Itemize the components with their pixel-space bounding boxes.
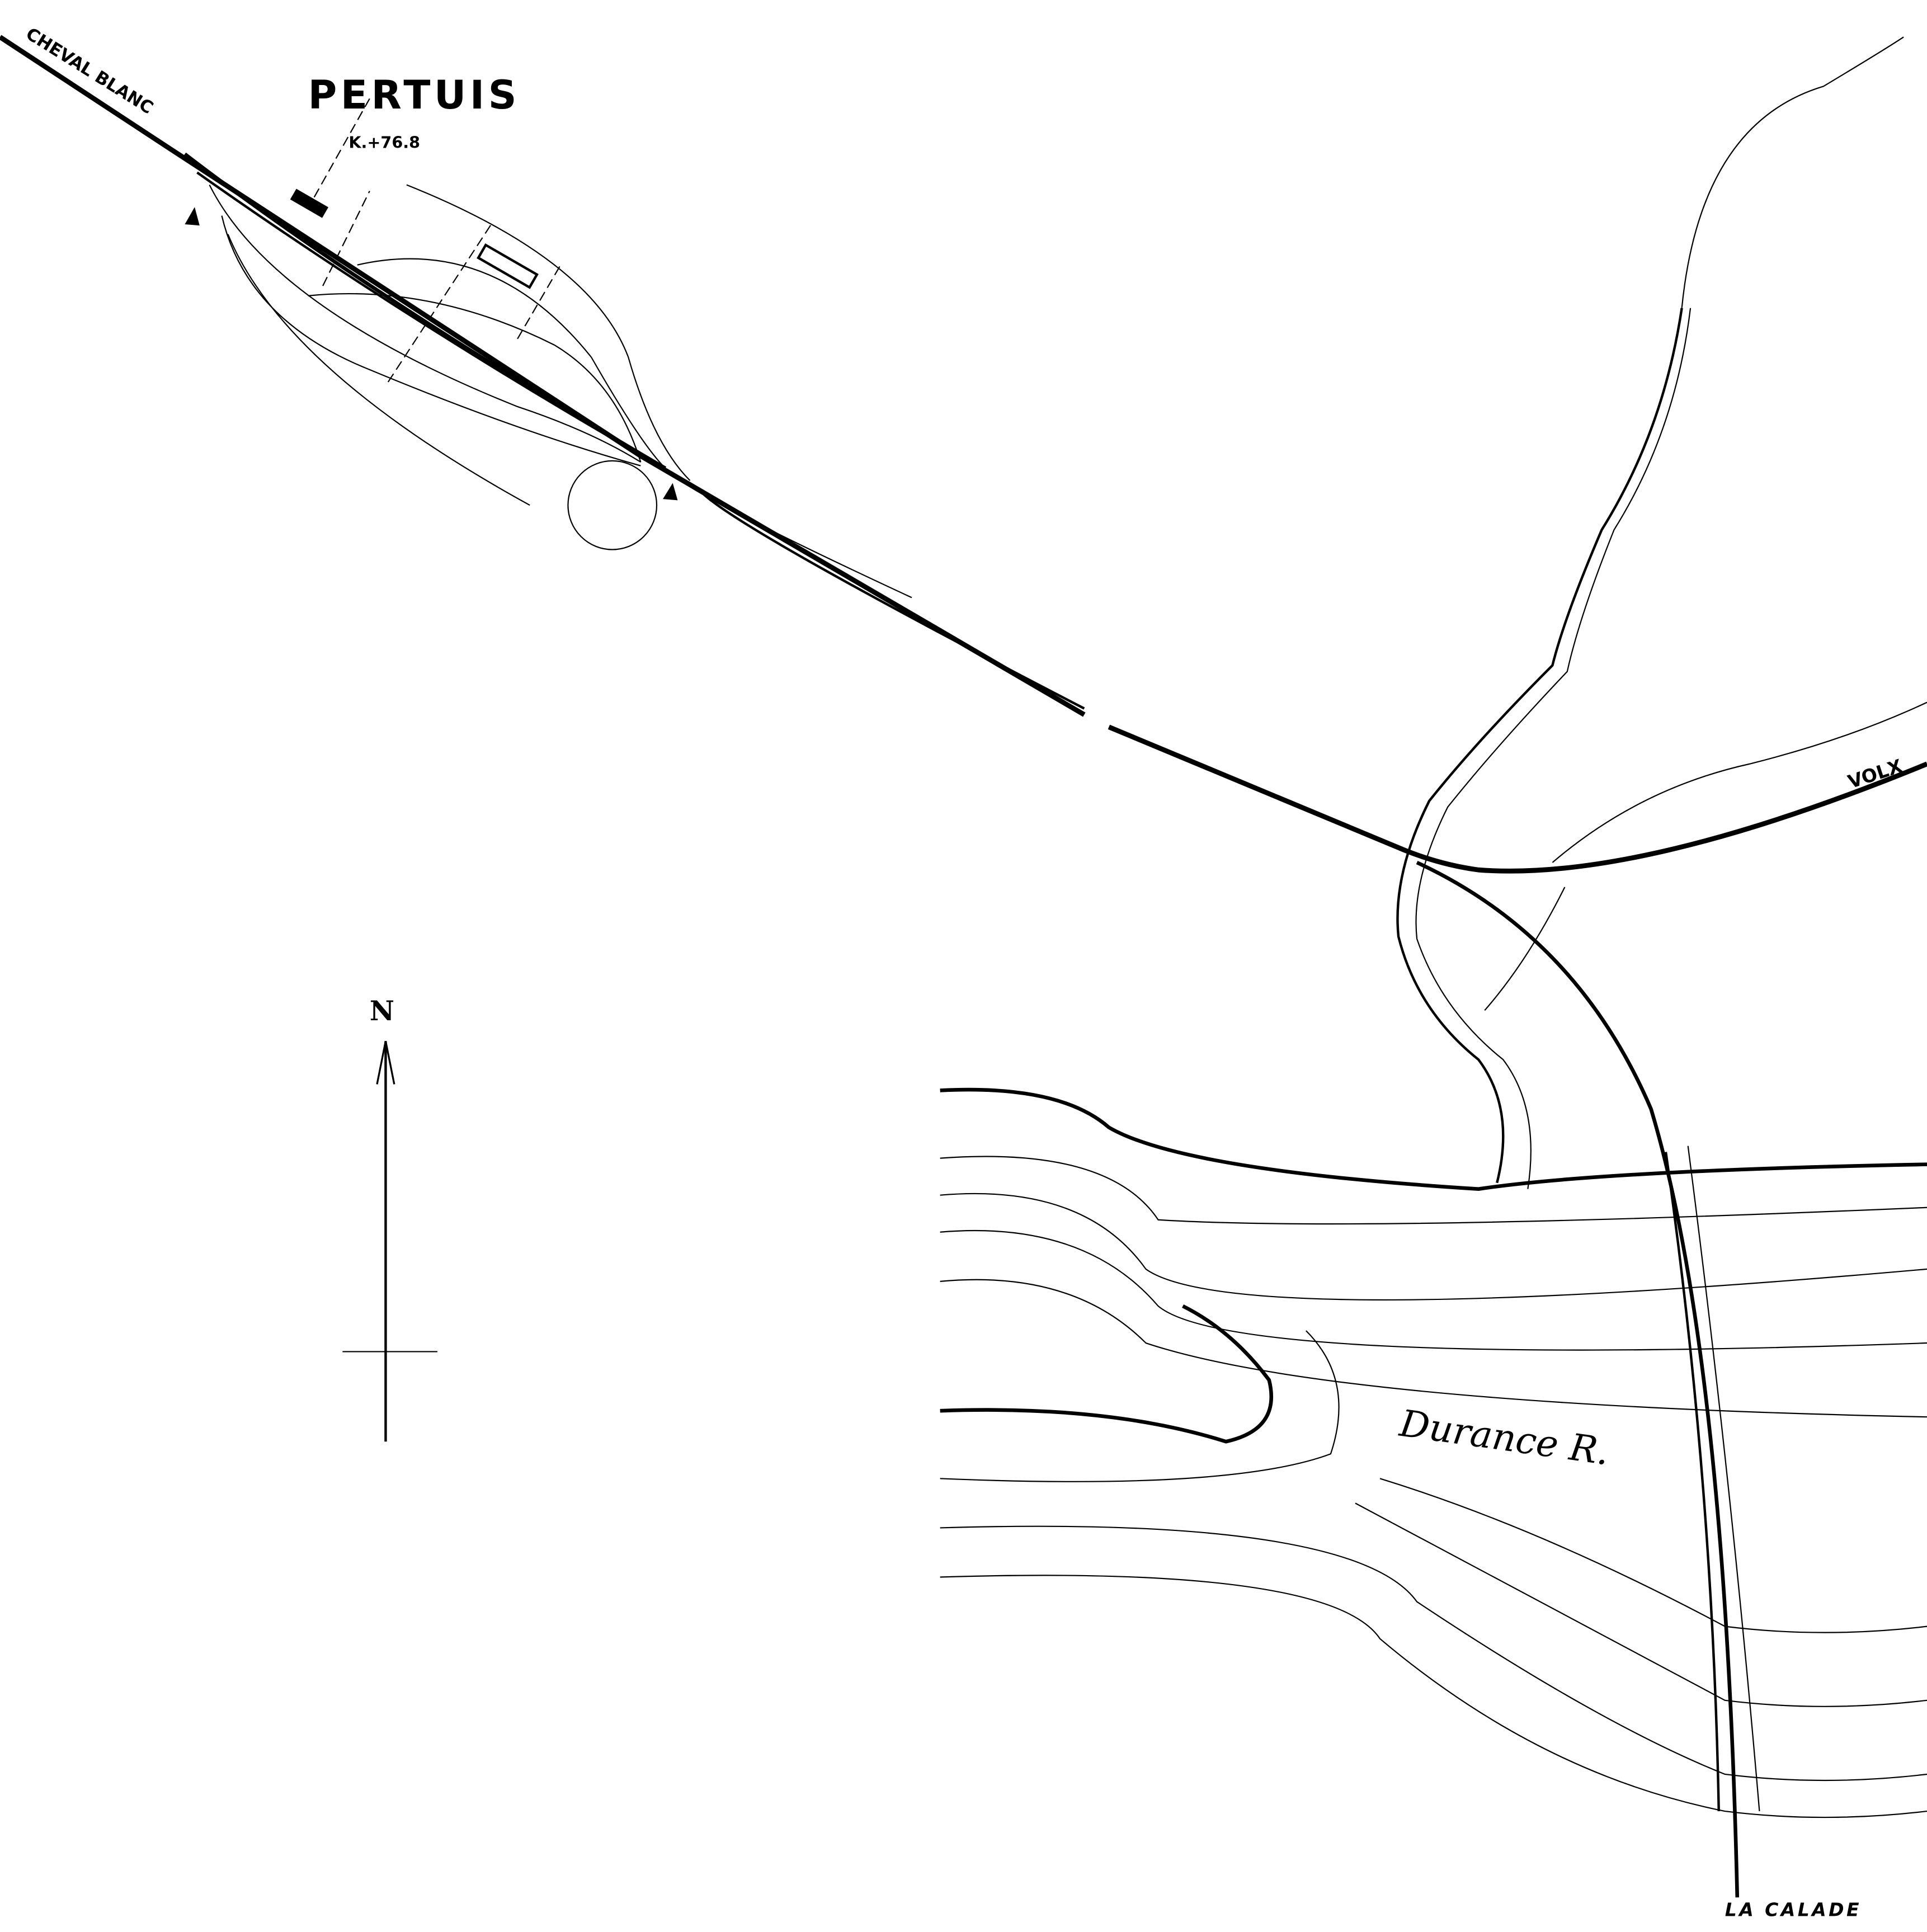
stream	[1396, 36, 1927, 1189]
station-name: PERTUIS	[308, 72, 520, 118]
station-building	[290, 189, 328, 218]
durance-river: Durance R.	[940, 1087, 1927, 1818]
signal-icon	[185, 207, 200, 226]
north-label: N	[370, 996, 394, 1027]
la-calade-label: LA CALADE	[1725, 1898, 1862, 1920]
turntable	[567, 460, 658, 550]
north-arrow: N	[342, 996, 437, 1442]
cheval-blanc-label: CHEVAL BLANC	[22, 23, 157, 118]
main-railway-line	[0, 35, 1927, 1898]
river-label: Durance R.	[1397, 1402, 1612, 1474]
goods-shed	[477, 243, 539, 289]
station-yard	[183, 98, 1085, 710]
kilometre-label: K.+76.8	[348, 133, 420, 152]
signal-icon	[663, 483, 678, 501]
